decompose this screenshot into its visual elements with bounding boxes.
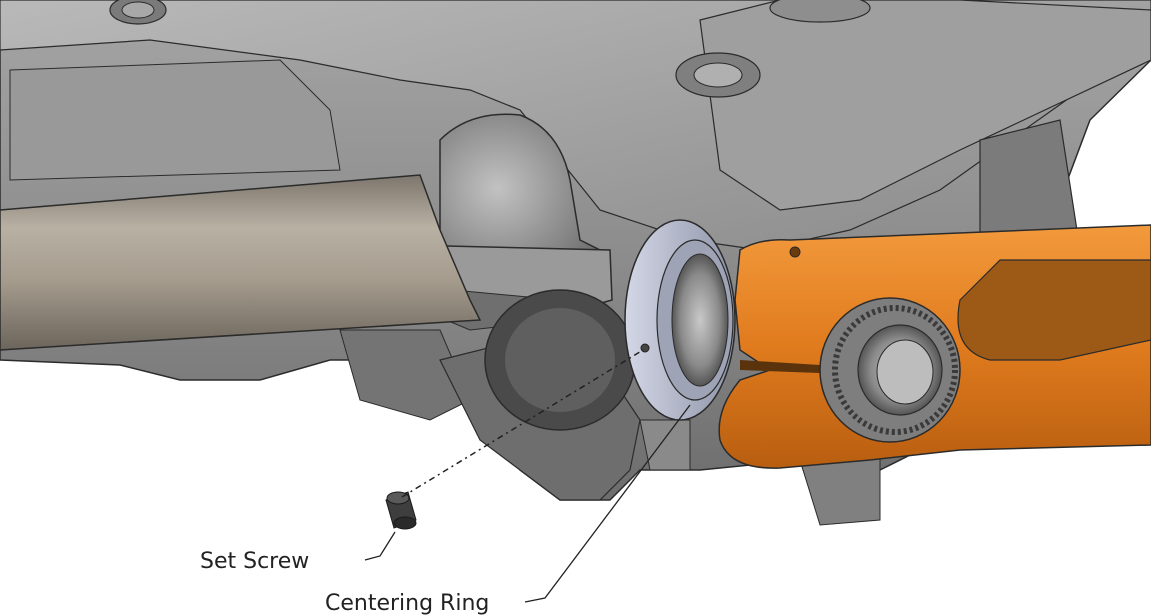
leader-line-centering-ring (524, 404, 691, 603)
screw-axis-line (401, 349, 644, 498)
centering-ring (624, 219, 736, 421)
leader-line-set-screw (364, 531, 396, 561)
bearing-collar (484, 289, 636, 431)
set-screw (385, 491, 417, 530)
callout-centering-ring: Centering Ring (325, 591, 489, 615)
shaft-tube (0, 174, 482, 351)
callout-set-screw: Set Screw (200, 549, 309, 574)
spline-hub (819, 297, 961, 443)
